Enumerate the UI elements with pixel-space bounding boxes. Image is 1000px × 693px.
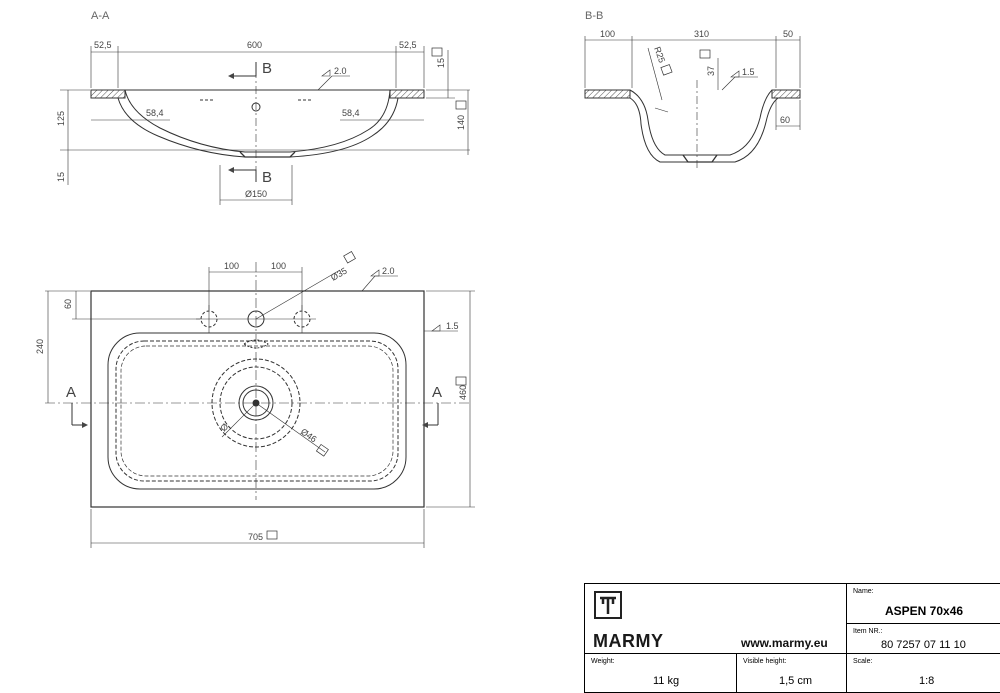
bb-radius-leader bbox=[647, 47, 663, 101]
aa-dim-right-rim: 52,5 bbox=[399, 40, 417, 50]
cut-b-top-marker bbox=[232, 62, 257, 77]
item-label: Item NR.: bbox=[853, 628, 883, 635]
visible-height-label: Visible height: bbox=[743, 658, 787, 665]
title-block-name-cell: Name: ASPEN 70x46 bbox=[846, 583, 1000, 624]
plan-bowl-inner bbox=[115, 340, 399, 482]
bb-left-rim-hatch bbox=[584, 89, 631, 99]
cut-a-right-label: A bbox=[432, 384, 442, 401]
aa-dim-right-offset: 58,4 bbox=[342, 108, 360, 118]
arrow-left-icon bbox=[228, 73, 234, 79]
aa-slope-leader bbox=[317, 75, 333, 91]
plan-hole-leader bbox=[255, 269, 341, 320]
aa-dim-width: 600 bbox=[247, 40, 262, 50]
tolerance-box-icon bbox=[431, 47, 443, 57]
cut-a-left-label: A bbox=[66, 384, 76, 401]
section-aa-view: A-A 52,5 600 52,5 15 140 bbox=[56, 10, 470, 205]
bb-slope-leader bbox=[721, 76, 736, 91]
bb-dim-radius: R25 bbox=[652, 45, 667, 64]
plan-slope-top-leader bbox=[361, 275, 376, 292]
plan-dim-drain-inner: Ø bbox=[218, 421, 230, 433]
title-block-logo-cell: MARMY www.marmy.eu bbox=[584, 583, 847, 654]
plan-bowl-inner2 bbox=[120, 345, 394, 477]
name-value: ASPEN 70x46 bbox=[885, 604, 964, 618]
aa-dim-top-thick: 15 bbox=[436, 58, 446, 68]
slope-icon bbox=[321, 69, 331, 77]
plan-dim-slope-right: 1.5 bbox=[446, 321, 459, 331]
bb-hole-line bbox=[654, 107, 669, 113]
bb-dim-left: 100 bbox=[600, 29, 615, 39]
title-block-scale-cell: Scale: 1:8 bbox=[846, 653, 1000, 693]
visible-height-value: 1,5 cm bbox=[779, 675, 813, 687]
title-block: MARMY www.marmy.eu Name: ASPEN 70x46 Ite… bbox=[584, 583, 1000, 693]
title-block-weight-cell: Weight: 11 kg bbox=[584, 653, 737, 693]
scale-value: 1:8 bbox=[919, 675, 935, 687]
tolerance-box-icon bbox=[343, 251, 356, 264]
aa-dim-left-rim: 52,5 bbox=[94, 40, 112, 50]
plan-drain-inner-leader bbox=[221, 402, 257, 438]
tolerance-box-icon bbox=[266, 530, 278, 540]
cut-b-top-label: B bbox=[262, 60, 272, 77]
section-bb-view: B-B 100 310 50 R25 37 1.5 60 bbox=[584, 10, 801, 170]
arrow-left-icon bbox=[228, 167, 234, 173]
tolerance-box-icon bbox=[455, 376, 467, 386]
aa-dim-drain: Ø150 bbox=[245, 189, 267, 199]
section-aa-label: A-A bbox=[91, 10, 110, 22]
slope-icon bbox=[370, 269, 380, 277]
plan-dim-drain-outer: Ø46 bbox=[299, 426, 319, 444]
arrow-left-icon bbox=[422, 422, 428, 428]
section-bb-label: B-B bbox=[585, 10, 603, 22]
tolerance-box-icon bbox=[315, 443, 329, 457]
bb-dim-slope: 1.5 bbox=[742, 67, 755, 77]
plan-overflow bbox=[243, 339, 269, 349]
plan-dim-total-width: 705 bbox=[248, 532, 263, 542]
bb-dim-mid: 310 bbox=[694, 29, 709, 39]
arrow-right-icon bbox=[82, 422, 88, 428]
plan-dim-hole-dia: Ø35 bbox=[329, 266, 349, 283]
marmy-logo-icon bbox=[594, 591, 622, 619]
plan-dim-slope-top: 2.0 bbox=[382, 266, 395, 276]
aa-dim-left-offset: 58,4 bbox=[146, 108, 164, 118]
bb-right-rim-hatch bbox=[771, 89, 801, 99]
aa-dim-bottom-thick: 15 bbox=[56, 172, 66, 182]
title-block-visible-height-cell: Visible height: 1,5 cm bbox=[736, 653, 847, 693]
bb-bowl-outer bbox=[629, 89, 773, 156]
bb-dim-right: 50 bbox=[783, 29, 793, 39]
slope-icon bbox=[730, 70, 740, 78]
plan-drain-outer-leader bbox=[255, 402, 326, 453]
scale-label: Scale: bbox=[853, 658, 873, 665]
plan-outline bbox=[90, 290, 425, 508]
title-block-item-cell: Item NR.: 80 7257 07 11 10 bbox=[846, 623, 1000, 654]
plan-bowl-outer bbox=[107, 332, 407, 490]
bb-dim-bottom: 60 bbox=[780, 115, 790, 125]
plan-dim-hole-right: 100 bbox=[271, 261, 286, 271]
cut-b-bottom-label: B bbox=[262, 169, 272, 186]
aa-left-rim-hatch bbox=[90, 89, 126, 99]
weight-value: 11 kg bbox=[653, 675, 680, 687]
aa-bowl-outer bbox=[124, 89, 391, 153]
slope-icon bbox=[431, 324, 441, 332]
aa-dim-total-height: 140 bbox=[456, 115, 466, 130]
cut-b-bottom-marker bbox=[232, 169, 257, 182]
plan-dim-total-depth: 460 bbox=[458, 385, 468, 400]
aa-dim-bowl-depth: 125 bbox=[56, 111, 66, 126]
brand-url[interactable]: www.marmy.eu bbox=[741, 636, 828, 650]
plan-dim-depth-center: 240 bbox=[35, 339, 45, 354]
aa-right-rim-hatch bbox=[389, 89, 425, 99]
bb-drain bbox=[682, 154, 718, 163]
weight-label: Weight: bbox=[591, 658, 615, 665]
aa-drain bbox=[239, 151, 296, 158]
tolerance-box-icon bbox=[660, 64, 673, 76]
tolerance-box-icon bbox=[699, 49, 711, 59]
name-label: Name: bbox=[853, 588, 874, 595]
plan-dim-hole-left: 100 bbox=[224, 261, 239, 271]
bb-dim-depth: 37 bbox=[706, 66, 716, 76]
plan-dim-hole-offset: 60 bbox=[63, 299, 73, 309]
brand-name: MARMY bbox=[593, 631, 664, 651]
tolerance-box-icon bbox=[455, 100, 467, 110]
plan-view: 100 100 Ø35 2.0 1.5 60 240 460 705 bbox=[35, 251, 475, 548]
aa-dim-slope: 2.0 bbox=[334, 66, 347, 76]
item-value: 80 7257 07 11 10 bbox=[881, 639, 966, 651]
